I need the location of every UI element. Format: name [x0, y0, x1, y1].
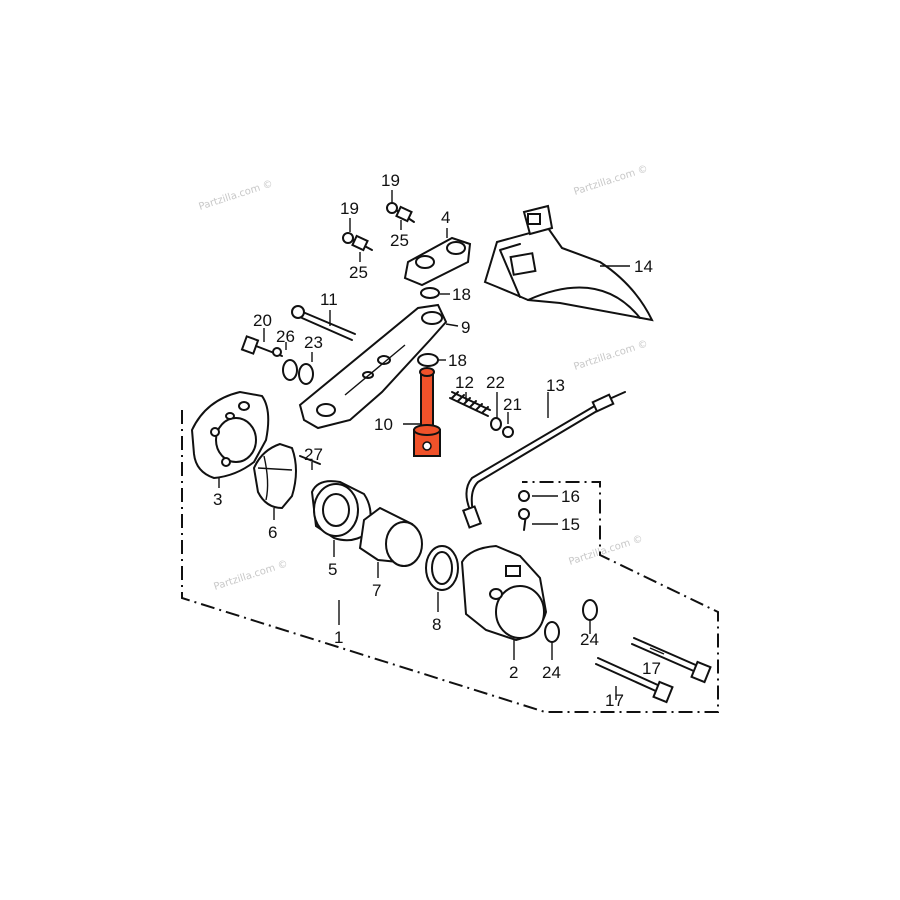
callout-12: 12: [455, 373, 474, 392]
part-27-pin: [299, 455, 321, 465]
callout-24-a: 24: [580, 630, 599, 649]
part-11-bolt: [291, 305, 356, 341]
callout-18-a: 18: [452, 285, 471, 304]
part-20-bolt: [240, 335, 283, 357]
part-3-plate: [190, 390, 270, 480]
part-24-washer-b: [544, 621, 560, 643]
part-17-bolt-b: [595, 657, 674, 704]
part-14-bracket: [483, 204, 654, 322]
part-13-brake-line: [462, 391, 626, 529]
part-23-washer-b: [298, 363, 314, 385]
callout-17-a: 17: [642, 659, 661, 678]
callout-labels: 1 2 3 4 5 6 7 8 9 10 11 12 13 14 15 16 1…: [213, 171, 661, 710]
callout-26: 26: [276, 327, 295, 346]
part-17-bolt-a: [631, 637, 712, 684]
callout-23: 23: [304, 333, 323, 352]
callout-16: 16: [561, 487, 580, 506]
callout-19-b: 19: [381, 171, 400, 190]
part-26-washer: [272, 347, 282, 357]
callout-10: 10: [374, 415, 393, 434]
callout-1: 1: [334, 628, 343, 647]
callout-15: 15: [561, 515, 580, 534]
callout-7: 7: [372, 581, 381, 600]
part-16-cap: [518, 490, 530, 502]
watermark-3: Partzilla.com ©: [573, 339, 650, 373]
callout-24-b: 24: [542, 663, 561, 682]
callout-22: 22: [486, 373, 505, 392]
part-18-washer-top: [420, 287, 440, 299]
assembly-outline: [181, 410, 719, 713]
part-22-cap: [490, 417, 502, 431]
part-15-bleeder: [518, 508, 530, 531]
part-23-washer-a: [282, 359, 298, 381]
callout-4: 4: [441, 208, 450, 227]
part-21-nut: [502, 426, 514, 438]
part-12-spring: [449, 391, 491, 417]
callout-6: 6: [268, 523, 277, 542]
callout-25-a: 25: [390, 231, 409, 250]
callout-8: 8: [432, 615, 441, 634]
part-4-bracket: [403, 236, 472, 287]
part-6-pad: [252, 442, 297, 510]
part-2-caliper-body: [460, 544, 548, 642]
part-10-highlighted-pin: [413, 367, 441, 457]
watermark-4: Partzilla.com ©: [213, 559, 290, 593]
callout-18-b: 18: [448, 351, 467, 370]
callout-3: 3: [213, 490, 222, 509]
callout-25-b: 25: [349, 263, 368, 282]
callout-9: 9: [461, 318, 470, 337]
watermark-5: Partzilla.com ©: [568, 534, 645, 568]
callout-14: 14: [634, 257, 653, 276]
watermark-2: Partzilla.com ©: [573, 164, 650, 198]
part-18-washer-mid: [417, 353, 439, 367]
callout-17-b: 17: [605, 691, 624, 710]
callout-21: 21: [503, 395, 522, 414]
part-7-piston: [358, 506, 423, 567]
part-24-washer-a: [582, 599, 598, 621]
callout-2: 2: [509, 663, 518, 682]
callout-11: 11: [320, 290, 338, 309]
watermark-1: Partzilla.com ©: [198, 179, 275, 213]
callout-13: 13: [546, 376, 565, 395]
callout-27: 27: [304, 445, 323, 464]
part-9-arm: [298, 303, 448, 430]
callout-19-a: 19: [340, 199, 359, 218]
callout-20: 20: [253, 311, 272, 330]
callout-5: 5: [328, 560, 337, 579]
leader-lines: [218, 190, 665, 700]
part-8-seal: [425, 545, 459, 591]
